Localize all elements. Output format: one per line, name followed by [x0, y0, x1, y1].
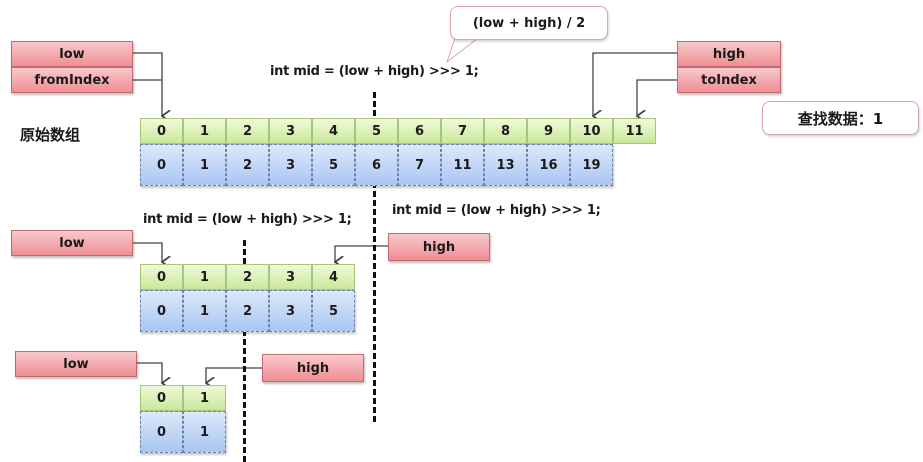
index-cell: 2 — [226, 118, 269, 144]
index-cell: 3 — [269, 264, 312, 290]
original-array-title: 原始数组 — [20, 126, 81, 144]
value-cell: 0 — [140, 144, 183, 186]
low-pointer: low — [11, 41, 133, 67]
index-cell: 2 — [226, 264, 269, 290]
index-cell: 0 — [140, 385, 183, 411]
index-cell: 1 — [183, 264, 226, 290]
mid-divider-2 — [243, 240, 246, 462]
index-cell: 6 — [398, 118, 441, 144]
index-cell: 0 — [140, 264, 183, 290]
value-cell: 13 — [484, 144, 527, 186]
index-cell: 7 — [441, 118, 484, 144]
index-cell: 4 — [312, 264, 355, 290]
search-data-box: 查找数据：1 — [762, 101, 919, 135]
step2-low-pointer: low — [11, 230, 133, 256]
index-cell: 0 — [140, 118, 183, 144]
index-cell: 8 — [484, 118, 527, 144]
mid-code-line-2: int mid = (low + high) >>> 1; — [143, 212, 352, 227]
index-cell: 9 — [527, 118, 570, 144]
step3-low-pointer: low — [15, 351, 137, 377]
value-cell: 5 — [312, 290, 355, 332]
value-cell: 5 — [312, 144, 355, 186]
toindex-arrow — [637, 79, 677, 116]
step3-high-pointer: high — [262, 354, 364, 382]
value-cell: 19 — [570, 144, 613, 186]
mid-code-line-1: int mid = (low + high) >>> 1; — [270, 64, 479, 79]
index-cell: 11 — [613, 118, 656, 144]
value-cell: 0 — [140, 411, 183, 453]
value-cell: 1 — [183, 411, 226, 453]
toindex-pointer: toIndex — [677, 67, 781, 93]
high-arrow — [593, 52, 677, 116]
fromindex-label: fromIndex — [34, 72, 110, 88]
step2-high-pointer: high — [388, 233, 490, 261]
index-cell: 10 — [570, 118, 613, 144]
value-cell: 2 — [226, 290, 269, 332]
value-cell: 1 — [183, 144, 226, 186]
formula-bubble: (low + high) / 2 — [450, 6, 608, 40]
high-pointer: high — [677, 41, 781, 67]
mid-code-line-3: int mid = (low + high) >>> 1; — [392, 203, 601, 218]
high-label: high — [712, 46, 746, 62]
step2-high-arrow — [335, 245, 388, 262]
low-label: low — [59, 46, 85, 62]
value-cell: 6 — [355, 144, 398, 186]
formula-text: (low + high) / 2 — [472, 15, 586, 31]
bubble-tail — [446, 37, 479, 64]
index-cell: 3 — [269, 118, 312, 144]
toindex-label: toIndex — [701, 72, 757, 88]
index-cell: 1 — [183, 118, 226, 144]
value-cell: 16 — [527, 144, 570, 186]
value-cell: 2 — [226, 144, 269, 186]
value-cell: 3 — [269, 144, 312, 186]
index-cell: 1 — [183, 385, 226, 411]
step2-low-arrow — [133, 242, 162, 262]
step2-high-label: high — [422, 239, 456, 255]
value-cell: 0 — [140, 290, 183, 332]
value-cell: 3 — [269, 290, 312, 332]
index-cell: 5 — [355, 118, 398, 144]
step3-high-arrow — [206, 367, 262, 383]
index-cell: 4 — [312, 118, 355, 144]
step2-low-label: low — [59, 235, 85, 251]
search-data-label: 查找数据：1 — [797, 109, 884, 128]
value-cell: 1 — [183, 290, 226, 332]
step3-high-label: high — [296, 360, 330, 376]
value-cell: 7 — [398, 144, 441, 186]
fromindex-pointer: fromIndex — [11, 67, 133, 93]
value-cell: 11 — [441, 144, 484, 186]
step3-low-label: low — [63, 356, 89, 372]
low-arrow — [133, 52, 162, 116]
step3-low-arrow — [137, 362, 162, 383]
mid-divider-1 — [373, 92, 376, 422]
